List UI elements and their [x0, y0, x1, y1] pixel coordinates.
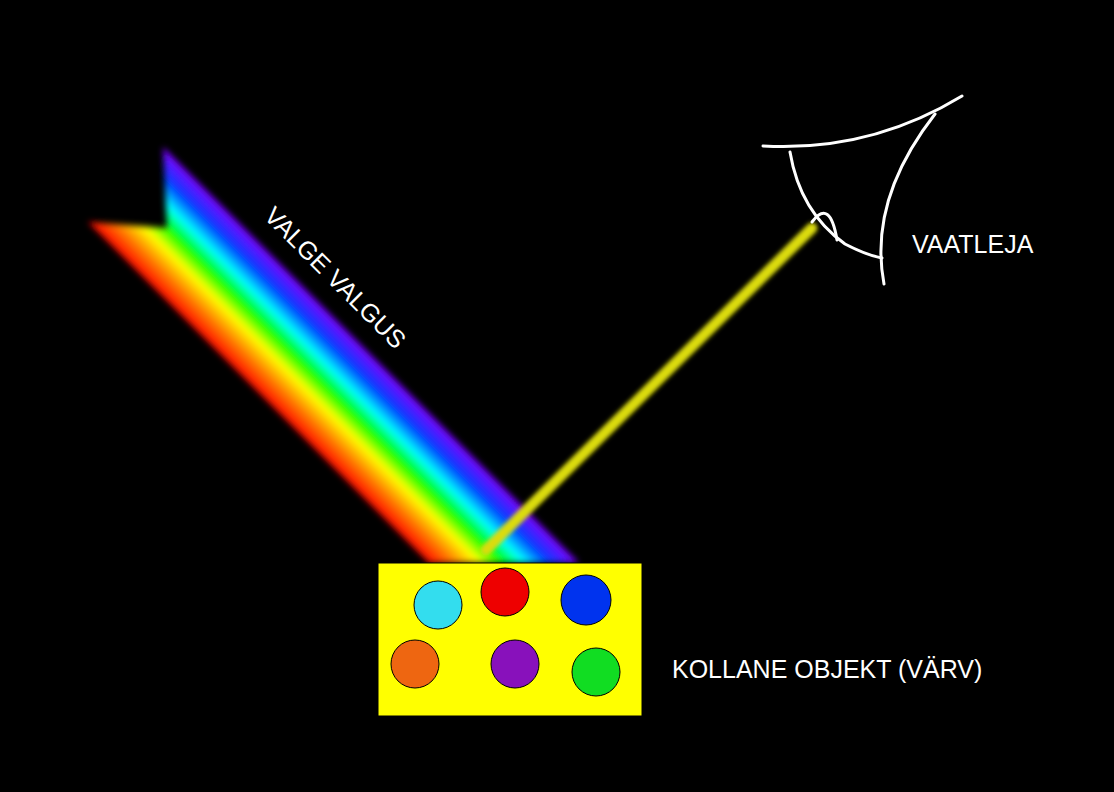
white-light-beam	[88, 147, 579, 563]
blue-dot	[561, 575, 611, 625]
green-dot	[572, 648, 620, 696]
lower-eyelid	[790, 152, 882, 258]
reflected-yellow-beam	[486, 228, 812, 550]
eye-outline	[881, 114, 935, 284]
orange-dot	[391, 640, 439, 688]
yellow-object	[378, 563, 642, 716]
red-dot	[481, 568, 529, 616]
observer-label: VAATLEJA	[912, 231, 1033, 259]
upper-eyelid	[763, 96, 962, 147]
purple-dot	[491, 640, 539, 688]
eye-lens	[812, 213, 837, 240]
paint-dots	[391, 568, 620, 696]
cyan-dot	[414, 581, 462, 629]
object-label: KOLLANE OBJEKT (VÄRV)	[672, 656, 982, 684]
